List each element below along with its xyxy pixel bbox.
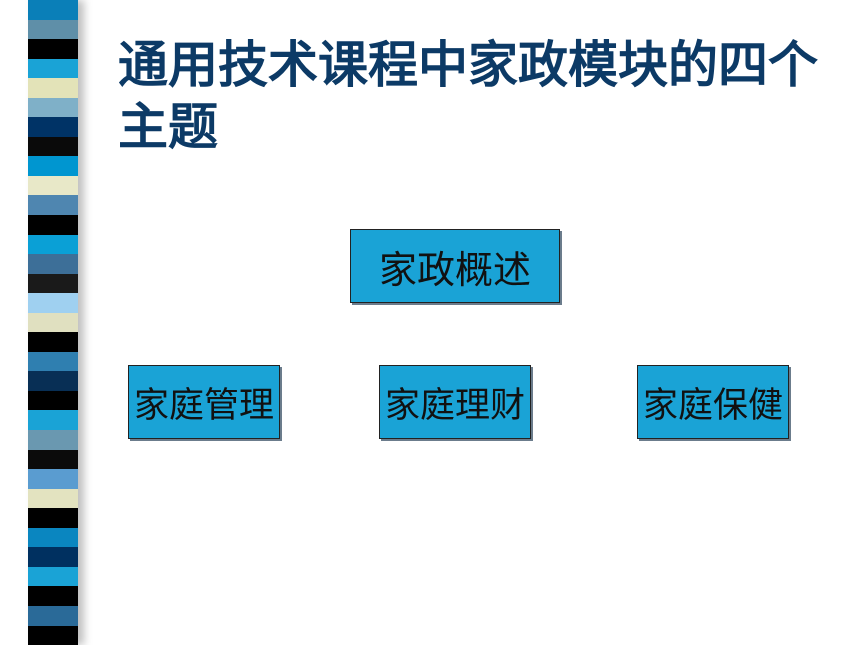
- stripe-segment: [28, 273, 78, 294]
- stripe-segment: [28, 0, 78, 20]
- stripe-segment: [28, 312, 78, 333]
- stripe-segment: [28, 410, 78, 431]
- stripe-segment: [28, 175, 78, 196]
- stripe-segment: [28, 156, 78, 176]
- stripe-segment: [28, 117, 78, 137]
- stripe-segment: [28, 508, 78, 528]
- stripe-segment: [28, 234, 78, 255]
- stripe-segment: [28, 254, 78, 274]
- stripe-segment: [28, 469, 78, 489]
- decorative-stripe-bar: [28, 0, 78, 645]
- stripe-segment: [28, 625, 78, 645]
- stripe-segment: [28, 390, 78, 411]
- stripe-segment: [28, 605, 78, 626]
- stripe-segment: [28, 136, 78, 157]
- stripe-segment: [28, 215, 78, 235]
- stripe-segment: [28, 351, 78, 372]
- slide-title: 通用技术课程中家政模块的四个主题: [118, 36, 818, 156]
- stripe-segment: [28, 97, 78, 118]
- node-overview: 家政概述: [350, 229, 560, 303]
- stripe-segment: [28, 371, 78, 391]
- stripe-segment: [28, 195, 78, 216]
- stripe-segment: [28, 488, 78, 509]
- stripe-segment: [28, 566, 78, 587]
- stripe-segment: [28, 430, 78, 450]
- node-home-health: 家庭保健: [637, 365, 789, 439]
- stripe-segment: [28, 332, 78, 352]
- node-home-finance: 家庭理财: [379, 365, 531, 439]
- stripe-segment: [28, 527, 78, 548]
- stripe-segment: [28, 39, 78, 59]
- stripe-segment: [28, 19, 78, 40]
- stripe-segment: [28, 293, 78, 313]
- stripe-segment: [28, 547, 78, 567]
- node-home-management: 家庭管理: [128, 365, 280, 439]
- stripe-segment: [28, 586, 78, 606]
- stripe-segment: [28, 58, 78, 79]
- stripe-segment: [28, 78, 78, 98]
- stripe-segment: [28, 449, 78, 470]
